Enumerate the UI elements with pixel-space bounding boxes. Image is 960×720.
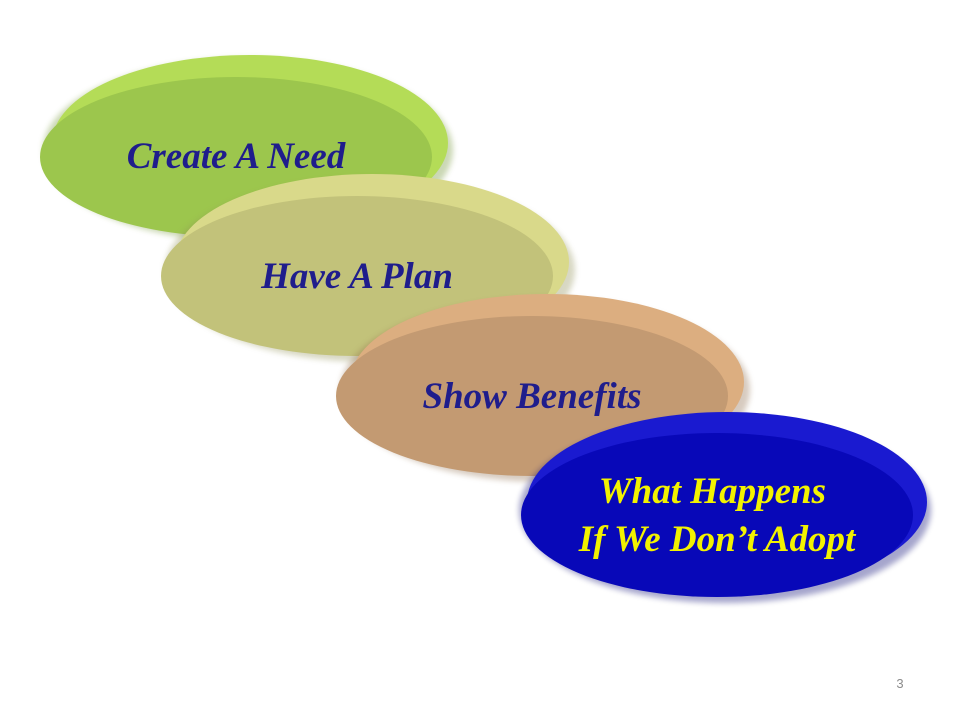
step-have-a-plan-line-1: Have A Plan (260, 256, 453, 297)
step-what-happens-line-1: What Happens (599, 471, 826, 512)
step-have-a-plan-label: Have A Plan (260, 256, 453, 297)
page-number: 3 (896, 676, 904, 691)
step-create-a-need-label: Create A Need (127, 136, 346, 177)
step-what-happens-face (521, 433, 913, 597)
step-show-benefits-line-1: Show Benefits (423, 376, 642, 417)
step-show-benefits-label: Show Benefits (423, 376, 642, 417)
step-create-a-need-line-1: Create A Need (127, 136, 346, 177)
step-what-happens: What Happens If We Don’t Adopt (519, 412, 931, 603)
step-what-happens-label: What Happens If We Don’t Adopt (578, 471, 857, 560)
step-what-happens-line-2: If We Don’t Adopt (578, 519, 857, 560)
